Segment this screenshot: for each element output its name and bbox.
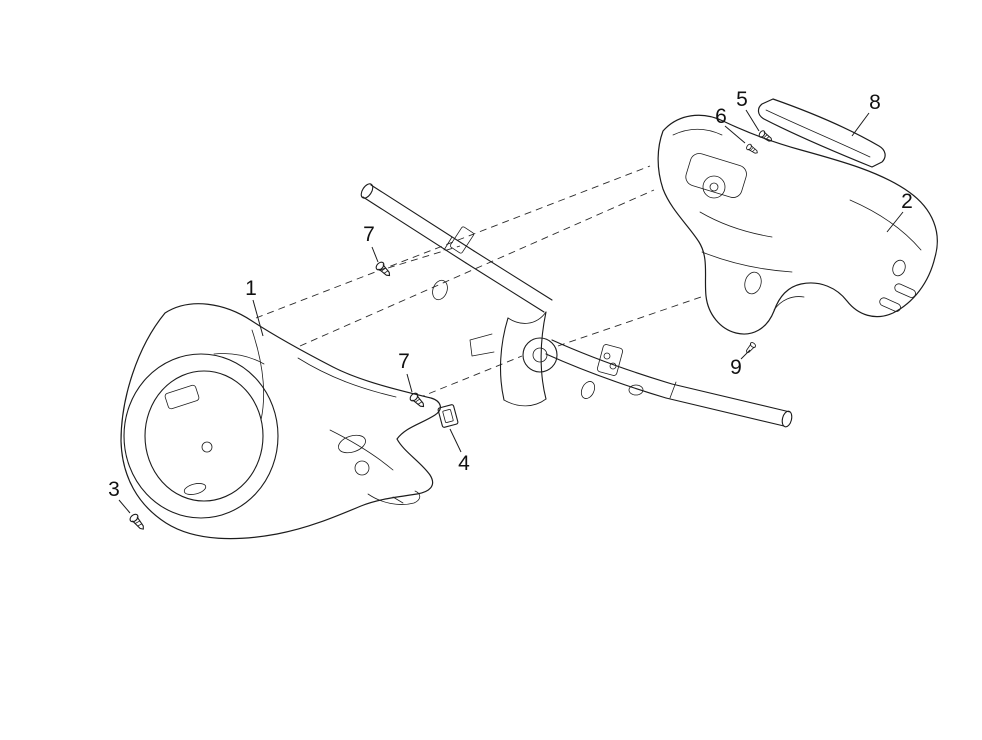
callout-8: 8 — [869, 91, 881, 114]
trim-strip-part — [757, 98, 886, 168]
fixing-screw-upper-part — [375, 261, 391, 277]
locating-pin-part — [746, 342, 757, 353]
handlebar-assembly — [360, 183, 793, 428]
callout-6: 6 — [715, 105, 727, 128]
front-handlebar-cover-part — [120, 303, 441, 540]
callout-1: 1 — [245, 277, 257, 300]
callout-7-lower: 7 — [398, 350, 410, 373]
trim-screw-b-part — [746, 143, 758, 154]
rear-handlebar-cover-part — [657, 114, 938, 335]
callout-4: 4 — [458, 452, 470, 475]
callout-5: 5 — [736, 88, 748, 111]
trim-screw-a-part — [758, 130, 773, 142]
callout-labels: 1 2 3 4 5 6 7 7 8 9 — [108, 88, 913, 501]
callout-9: 9 — [730, 356, 742, 379]
callout-3: 3 — [108, 478, 120, 501]
callout-2: 2 — [901, 190, 913, 213]
front-cover-screw-part — [129, 513, 144, 530]
callout-leaders — [118, 109, 904, 514]
clip-nut-part — [437, 404, 459, 428]
callout-7-upper: 7 — [363, 223, 375, 246]
fixing-screw-lower-part — [409, 392, 425, 408]
alignment-guides — [255, 165, 705, 399]
